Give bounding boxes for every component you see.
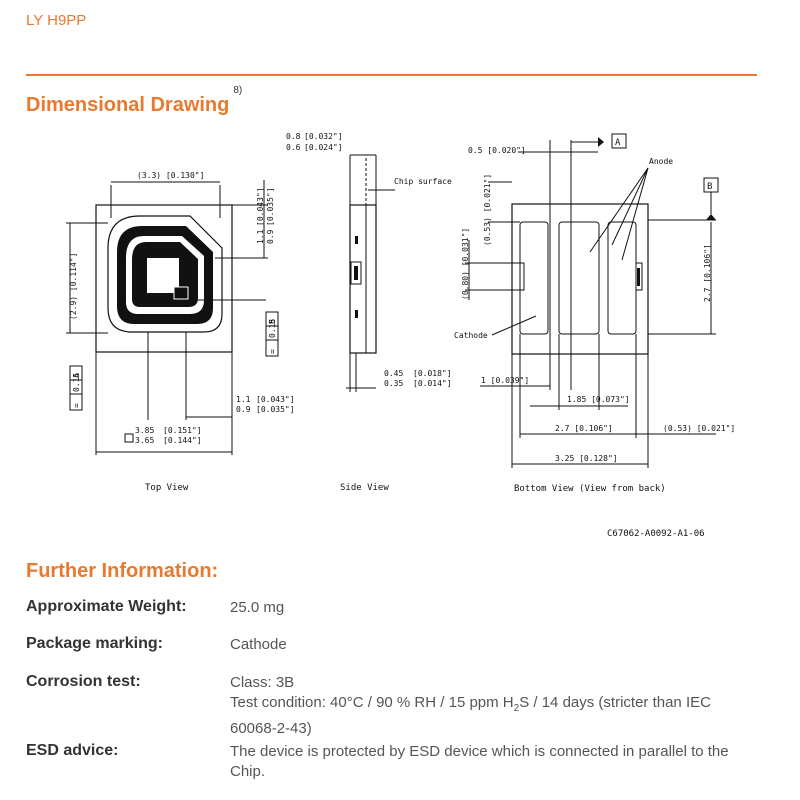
top-right-dim-a: 1.1 bbox=[256, 229, 265, 244]
bottom-top-dim: 0.5 [0.020"] bbox=[468, 146, 526, 155]
top-bottom-dim-c: [0.043"] bbox=[256, 395, 295, 404]
tol-b-ref: B bbox=[268, 319, 277, 324]
top-view-body bbox=[95, 204, 233, 353]
bottom-dim-27-horizontal: 2.7 [0.106"] bbox=[555, 424, 613, 433]
top-bottom-dim-a: 1.1 bbox=[236, 395, 251, 404]
datum-a: A bbox=[615, 138, 621, 148]
svg-text:=: = bbox=[72, 403, 81, 408]
info-label: Package marking: bbox=[26, 635, 163, 652]
top-view: (3.3) [0.130"] (2.9) [0.114"] 1.1 0.9 [0… bbox=[66, 171, 295, 493]
info-value: 25.0 mg bbox=[230, 599, 285, 616]
top-height-label: (2.9) [0.114"] bbox=[69, 253, 78, 320]
bottom-dim-080: (0.80) [0.031"] bbox=[461, 228, 470, 300]
chip-surface-label: Chip surface bbox=[394, 177, 452, 186]
top-right-dim-c: [0.043"] bbox=[256, 187, 265, 226]
side-bot-dim-d: [0.014"] bbox=[413, 379, 452, 388]
tol-b-value: 0.15 bbox=[268, 319, 277, 338]
top-view-lens-outer bbox=[107, 215, 223, 333]
top-bottom-dim-d: [0.035"] bbox=[256, 405, 295, 414]
top-view-caption: Top View bbox=[145, 483, 189, 493]
bottom-view-caption: Bottom View (View from back) bbox=[514, 484, 666, 494]
top-outer-dim-a: 3.85 bbox=[135, 426, 154, 435]
anode-label: Anode bbox=[649, 157, 673, 166]
info-value-block: Class: 3B Test condition: 40°C / 90 % RH… bbox=[230, 673, 750, 739]
info-label: ESD advice: bbox=[26, 742, 119, 759]
side-top-dim-b: 0.6 bbox=[286, 143, 301, 152]
info-value: Cathode bbox=[230, 636, 287, 653]
svg-text:=: = bbox=[268, 349, 277, 354]
side-bot-dim-c: [0.018"] bbox=[413, 369, 452, 378]
tol-a-value: 0.15 bbox=[72, 373, 81, 392]
bottom-view-body bbox=[511, 203, 649, 355]
side-view: 0.8 0.6 [0.032"] [0.024"] Chip surface 0… bbox=[286, 132, 452, 493]
top-outer-dim-d: [0.144"] bbox=[163, 436, 202, 445]
bottom-dim-325: 3.25 [0.128"] bbox=[555, 454, 618, 463]
side-bot-dim-b: 0.35 bbox=[384, 379, 403, 388]
side-top-dim-a: 0.8 bbox=[286, 132, 301, 141]
bottom-view: 0.5 [0.020"] A B Anode Cathode (0.53) [0… bbox=[454, 133, 735, 494]
cathode-label: Cathode bbox=[454, 331, 488, 340]
side-view-body bbox=[349, 204, 377, 354]
side-top-dim-d: [0.024"] bbox=[304, 143, 343, 152]
header-rule bbox=[26, 74, 757, 76]
info-label: Approximate Weight: bbox=[26, 598, 187, 615]
info-value: The device is protected by ESD device wh… bbox=[230, 743, 729, 780]
footnote-ref: 8) bbox=[233, 85, 243, 97]
info-label: Corrosion test: bbox=[26, 673, 141, 690]
side-view-caption: Side View bbox=[340, 483, 389, 493]
header-title: LY H9PP bbox=[26, 12, 87, 29]
info-value-class: Class: 3B bbox=[230, 674, 295, 691]
side-bot-dim-a: 0.45 bbox=[384, 369, 403, 378]
bottom-dim-185: 1.85 [0.073"] bbox=[567, 395, 630, 404]
tol-a-ref: A bbox=[72, 373, 81, 378]
top-width-label: (3.3) [0.130"] bbox=[137, 171, 204, 180]
datum-b: B bbox=[707, 182, 712, 192]
side-top-dim-c: [0.032"] bbox=[304, 132, 343, 141]
top-right-dim-d: [0.035"] bbox=[266, 187, 275, 226]
info-value-condition: Test condition: 40°C / 90 % RH / 15 ppm … bbox=[230, 694, 711, 737]
drawing-number: C67062-A0092-A1-06 bbox=[607, 529, 705, 539]
bottom-dim-053-vertical: (0.53) [0.021"] bbox=[483, 174, 492, 246]
bottom-dim-27-vertical: 2.7 [0.106"] bbox=[703, 244, 712, 302]
top-outer-dim-c: [0.151"] bbox=[163, 426, 202, 435]
top-right-dim-b: 0.9 bbox=[266, 229, 275, 244]
dimensional-drawing: (3.3) [0.130"] (2.9) [0.114"] 1.1 0.9 [0… bbox=[66, 132, 735, 539]
top-bottom-dim-b: 0.9 bbox=[236, 405, 251, 414]
bottom-dim-1: 1 [0.039"] bbox=[481, 376, 529, 385]
top-outer-dim-b: 3.65 bbox=[135, 436, 154, 445]
drawing-section-title: Dimensional Drawing8) bbox=[26, 85, 243, 116]
further-info-title: Further Information: bbox=[26, 560, 219, 582]
bottom-dim-053-horizontal: (0.53) [0.021"] bbox=[663, 424, 735, 433]
